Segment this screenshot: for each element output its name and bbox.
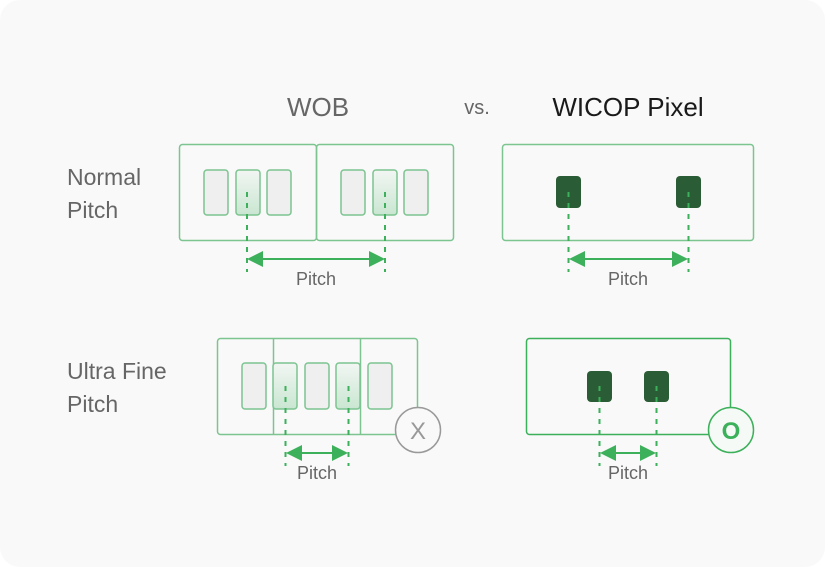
row-label-normal-pitch: Normal Pitch: [67, 164, 141, 223]
reject-badge: X: [394, 406, 442, 454]
row-label-ultra-fine-pitch: Ultra Fine Pitch: [67, 358, 167, 417]
pitch-label: Pitch: [296, 269, 336, 289]
wicop-ultra-fine-pitch: Pitch O: [525, 337, 755, 483]
wicop-module: [525, 337, 732, 436]
pitch-label: Pitch: [608, 463, 648, 483]
led-chip: [367, 362, 393, 410]
row-label-line1: Normal: [67, 164, 141, 190]
row-label-line2: Pitch: [67, 391, 118, 417]
vs-label: vs.: [464, 97, 490, 119]
o-circle-icon: [707, 406, 755, 454]
pitch-label: Pitch: [297, 463, 337, 483]
led-chip: [403, 169, 429, 216]
led-chip: [203, 169, 229, 216]
wicop-module: [501, 143, 755, 242]
wob-ultra-fine-pitch: Pitch X: [216, 337, 442, 483]
led-chip: [340, 169, 366, 216]
led-chip: [266, 169, 292, 216]
led-chip: [304, 362, 330, 410]
wob-title: WOB: [287, 92, 349, 122]
wob-normal-pitch: Pitch: [178, 143, 455, 289]
approve-badge: O: [707, 406, 755, 454]
row-label-line2: Pitch: [67, 197, 118, 223]
wicop-normal-pitch: Pitch: [501, 143, 755, 289]
wicop-title: WICOP Pixel: [552, 92, 703, 122]
row-label-line1: Ultra Fine: [67, 358, 167, 384]
x-circle-icon: [394, 406, 442, 454]
led-chip: [241, 362, 267, 410]
wob-module-outline: [216, 337, 419, 436]
o-mark-icon: O: [722, 418, 741, 445]
x-mark-icon: X: [410, 418, 426, 445]
pitch-label: Pitch: [608, 269, 648, 289]
